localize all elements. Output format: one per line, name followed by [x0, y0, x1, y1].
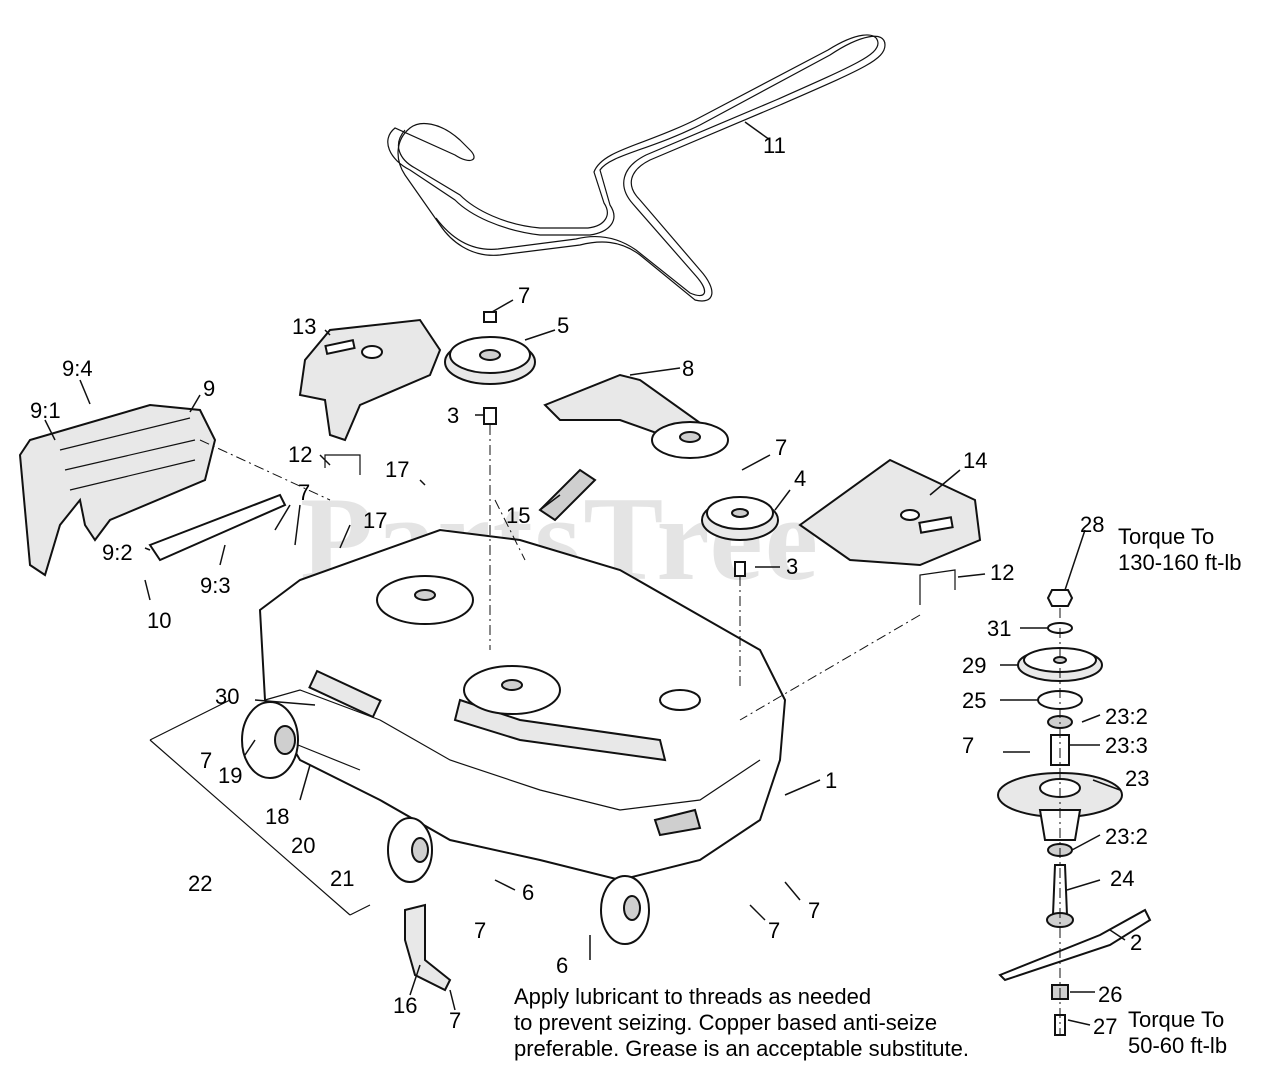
right-belt-cover — [798, 458, 982, 567]
torque-note-top-line2: 130-160 ft-lb — [1118, 550, 1242, 575]
callout-9: 9 — [203, 376, 216, 401]
callout-7: 7 — [449, 1008, 462, 1033]
callout-12: 12 — [990, 560, 1015, 585]
idler-arm-assembly — [543, 373, 729, 459]
callout-8: 8 — [682, 356, 695, 381]
callout-9-1: 9:1 — [30, 398, 61, 423]
callout-11: 11 — [763, 133, 786, 158]
lubricant-note-line2: to prevent seizing. Copper based anti-se… — [514, 1010, 938, 1035]
callout-23-2: 23:2 — [1105, 824, 1148, 849]
anti-scalp-wheel — [241, 701, 361, 779]
callout-26: 26 — [1098, 982, 1123, 1007]
lubricant-note: Apply lubricant to threads as needed to … — [514, 984, 969, 1062]
callout-17: 17 — [363, 508, 388, 533]
deflector-bracket — [404, 903, 452, 992]
callout-7: 7 — [298, 480, 311, 505]
callout-24: 24 — [1110, 866, 1135, 891]
callout-6: 6 — [556, 953, 569, 978]
callout-7: 7 — [474, 918, 487, 943]
callout-7: 7 — [200, 748, 213, 773]
j-hook-right — [919, 569, 956, 605]
callout-4: 4 — [794, 466, 807, 491]
caster-wheel-front — [387, 817, 433, 883]
spindle-pulley — [444, 311, 536, 425]
callout-7: 7 — [808, 898, 821, 923]
callout-21: 21 — [330, 866, 355, 891]
callout-25: 25 — [962, 688, 987, 713]
caster-wheel-rear — [600, 875, 650, 945]
callout-19: 19 — [218, 763, 243, 788]
callout-23: 23 — [1125, 766, 1150, 791]
callout-16: 16 — [393, 993, 418, 1018]
callout-27: 27 — [1093, 1014, 1118, 1039]
alignment-line — [494, 499, 526, 561]
mower-deck — [258, 528, 787, 882]
torque-note-top-line1: Torque To — [1118, 524, 1215, 549]
callout-3: 3 — [447, 403, 460, 428]
callout-7: 7 — [518, 283, 531, 308]
callout-23-3: 23:3 — [1105, 733, 1148, 758]
callout-2: 2 — [1130, 930, 1143, 955]
alignment-line — [739, 614, 921, 721]
callout-12: 12 — [288, 442, 313, 467]
torque-note-bottom: Torque To 50-60 ft-lb — [1128, 1007, 1227, 1059]
lubricant-note-line3: preferable. Grease is an acceptable subs… — [514, 1036, 969, 1061]
callout-31: 31 — [987, 616, 1012, 641]
callout-17: 17 — [385, 457, 410, 482]
alignment-line — [199, 439, 331, 501]
callout-20: 20 — [291, 833, 316, 858]
callout-30: 30 — [215, 684, 240, 709]
callout-23-2: 23:2 — [1105, 704, 1148, 729]
lubricant-note-line1: Apply lubricant to threads as needed — [514, 984, 872, 1009]
callout-7: 7 — [962, 733, 975, 758]
callout-6: 6 — [522, 880, 535, 905]
torque-note-top: Torque To 130-160 ft-lb — [1118, 524, 1242, 576]
callout-28: 28 — [1080, 512, 1105, 537]
callout-29: 29 — [962, 653, 987, 678]
deck-cover — [18, 403, 217, 577]
leader-lines — [44, 121, 1126, 1026]
callout-7: 7 — [775, 435, 788, 460]
tension-spring — [538, 468, 597, 522]
callout-7: 7 — [768, 918, 781, 943]
callout-3: 3 — [786, 554, 799, 579]
callout-22: 22 — [188, 871, 213, 896]
spindle-assembly — [997, 589, 1152, 1036]
left-belt-cover — [298, 318, 442, 442]
callout-9-3: 9:3 — [200, 573, 231, 598]
assembly-bracket — [149, 699, 371, 916]
callout-18: 18 — [265, 804, 290, 829]
callout-15: 15 — [506, 503, 531, 528]
callout-5: 5 — [557, 313, 570, 338]
callout-14: 14 — [963, 448, 988, 473]
drive-belt — [387, 34, 886, 302]
j-hook-left — [324, 454, 361, 475]
callout-9-4: 9:4 — [62, 356, 93, 381]
callout-1: 1 — [825, 768, 838, 793]
callout-10: 10 — [147, 608, 172, 633]
idler-pulley — [701, 496, 779, 577]
callout-9-2: 9:2 — [102, 540, 133, 565]
callout-13: 13 — [292, 314, 317, 339]
torque-note-bottom-line1: Torque To — [1128, 1007, 1225, 1032]
cover-bracket — [148, 493, 287, 562]
torque-note-bottom-line2: 50-60 ft-lb — [1128, 1033, 1228, 1058]
